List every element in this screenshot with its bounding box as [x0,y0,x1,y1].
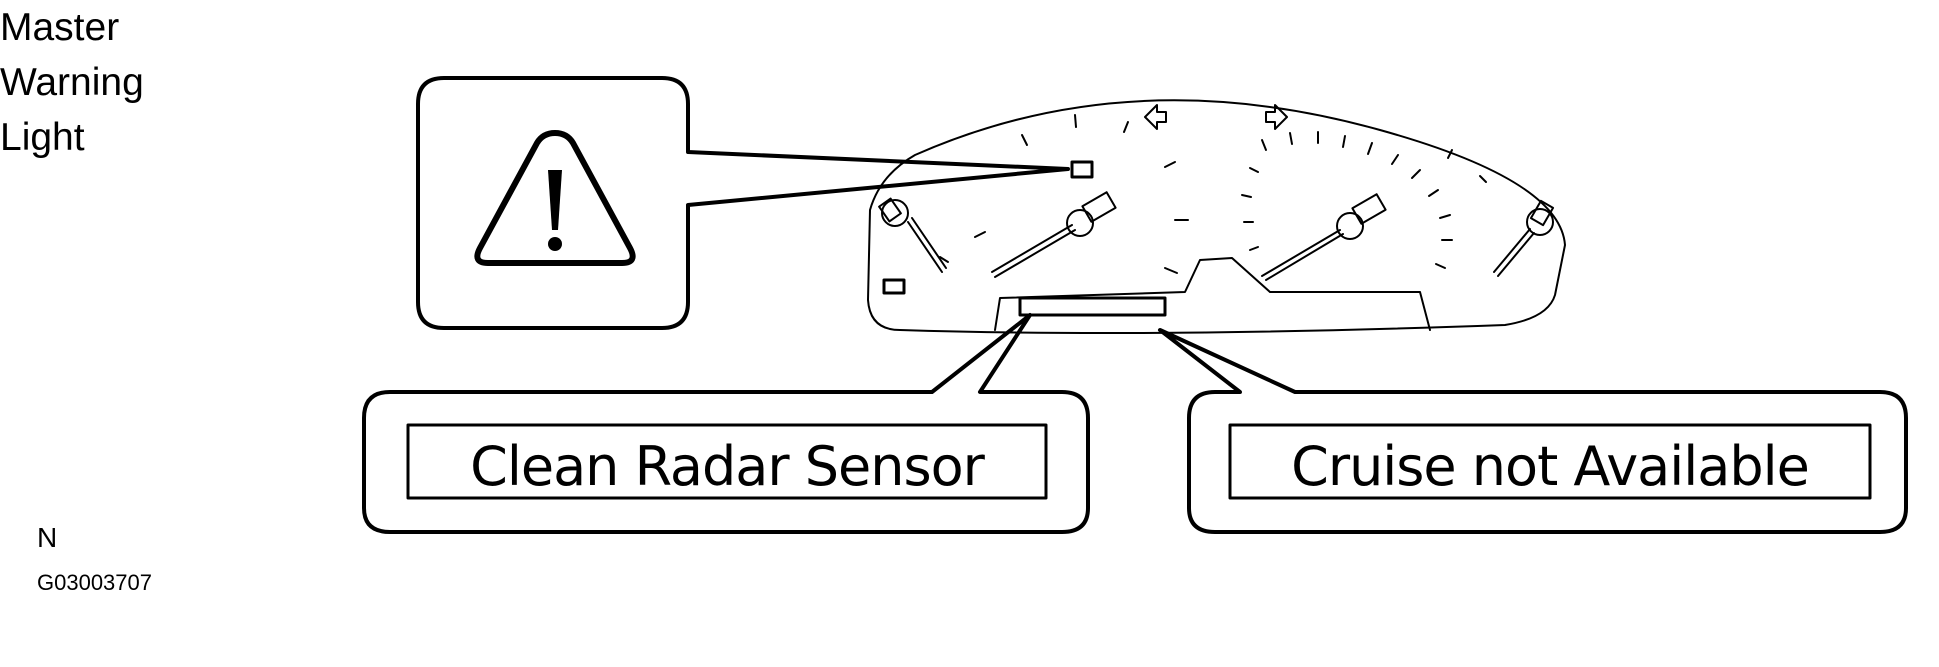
label-line-2: Warning [0,61,144,104]
gauge-tick-marks [939,114,1487,274]
cluster-outline [867,99,1566,335]
label-line-1: Master [0,6,120,49]
north-marker: N [37,522,58,553]
left-message-display [406,423,1048,500]
warning-triangle-icon [474,130,636,266]
warning-callout [416,76,1070,330]
master-warning-light-indicator [1070,160,1094,179]
figure-id: G03003707 [37,570,152,595]
left-message-callout [362,313,1090,534]
indicator-light [882,278,906,295]
label-line-3: Light [0,116,85,159]
right-message-display [1228,423,1872,500]
right-arrow-icon [1265,104,1288,130]
gauge-needles [878,191,1555,281]
multi-information-display [1018,296,1167,317]
master-warning-light-label: Master Warning Light [0,0,1939,165]
right-message-callout [1158,328,1908,534]
left-arrow-icon [1144,104,1167,130]
left-message-text: Clean Radar Sensor [470,435,985,498]
right-message-text: Cruise not Available [1291,435,1809,498]
cluster-inner-panel [994,257,1431,331]
